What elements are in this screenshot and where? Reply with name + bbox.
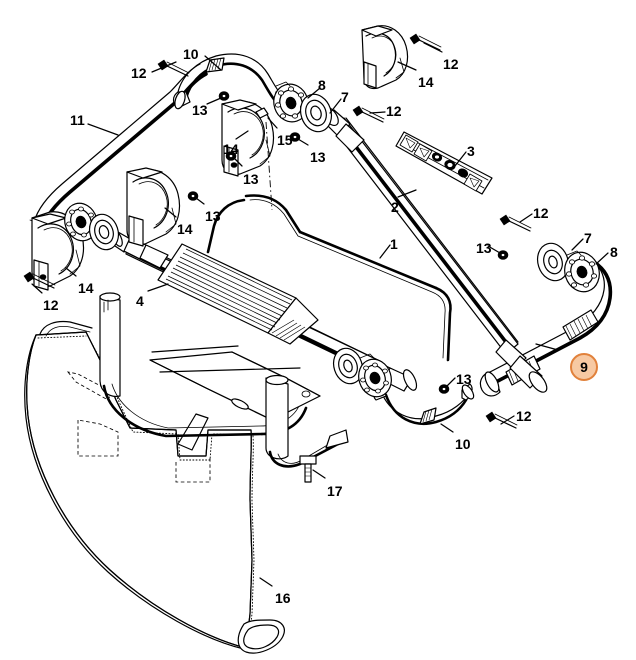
- part-15-pin: [255, 107, 273, 211]
- nut-13f: [438, 384, 450, 394]
- callout-number-c12f: 12: [516, 408, 532, 424]
- leader-line-4: [147, 283, 169, 292]
- part-2-drive-tube: [321, 105, 548, 393]
- callout-number-c14a: 14: [418, 74, 434, 90]
- leader-line-12: [31, 283, 43, 294]
- leader-line-15: [267, 117, 278, 129]
- callout-number-c16: 16: [275, 590, 291, 606]
- leader-line-12: [519, 213, 533, 223]
- callout-number-c10a: 10: [183, 46, 199, 62]
- callout-number-c12a: 12: [131, 65, 147, 81]
- leader-line-7: [329, 98, 342, 114]
- callout-number-c10b: 10: [455, 436, 471, 452]
- callout-number-c17: 17: [327, 483, 343, 499]
- callout-number-c13d: 13: [205, 208, 221, 224]
- leader-line-10: [440, 423, 454, 433]
- callout-number-c2: 2: [391, 199, 399, 215]
- leader-line-11: [87, 123, 119, 136]
- part-16-deflector-guard: [24, 320, 285, 654]
- leader-line-13: [206, 97, 222, 105]
- leader-line-1: [379, 244, 391, 259]
- leader-line-14: [235, 130, 249, 140]
- part-8-splined-disc-bottom: [358, 353, 392, 398]
- highlighted-callout-bubble[interactable]: 9: [570, 353, 598, 381]
- part-14-clamp-top-right: [361, 25, 409, 90]
- callout-number-c11: 11: [70, 112, 85, 128]
- callout-number-c8b: 8: [610, 244, 618, 260]
- callout-number-c15: 15: [277, 132, 293, 148]
- part-7-washer-right: [536, 242, 570, 282]
- leader-line-2: [397, 189, 417, 198]
- leader-line-16: [259, 577, 273, 587]
- callout-number-c8a: 8: [318, 77, 326, 93]
- leader-line-14: [65, 267, 77, 277]
- leader-line-13: [233, 157, 243, 167]
- callout-number-c12b: 12: [386, 103, 402, 119]
- part-14-clamp-middle: [126, 167, 181, 247]
- callout-number-c14b: 14: [223, 141, 239, 157]
- part-8-splined-disc-top: [273, 81, 309, 123]
- callout-number-c1: 1: [390, 236, 398, 252]
- leader-line-8: [307, 87, 321, 99]
- callout-number-c14c: 14: [177, 221, 193, 237]
- callout-number-c12d: 12: [533, 205, 549, 221]
- part-7-washer-bottom: [332, 347, 364, 385]
- leader-line-10: [204, 55, 222, 71]
- part-7-washer-left: [88, 213, 120, 251]
- part-7-washer-top: [299, 93, 333, 133]
- leader-line-13: [487, 245, 501, 254]
- part-17-screw: [299, 455, 317, 483]
- callout-number-c7a: 7: [341, 89, 349, 105]
- part-10b-lower-bent-tube: [373, 383, 475, 425]
- nut-13c: [225, 151, 237, 161]
- frame-lower-mount: [99, 292, 349, 468]
- callout-number-c13e: 13: [476, 240, 492, 256]
- callout-number-c12c: 12: [443, 56, 459, 72]
- leader-line-highlight: [535, 343, 559, 351]
- callout-number-c13f: 13: [456, 371, 472, 387]
- nut-13e: [497, 250, 509, 260]
- callout-number-c13c: 13: [243, 171, 259, 187]
- callout-number-c3: 3: [467, 143, 475, 159]
- callout-number-c13a: 13: [192, 102, 208, 118]
- callout-number-c4: 4: [136, 293, 144, 309]
- callout-number-c14d: 14: [78, 280, 94, 296]
- nut-13a: [218, 91, 230, 101]
- callout-number-c13b: 13: [310, 149, 326, 165]
- callout-number-c12e: 12: [43, 297, 59, 313]
- callout-number-c7b: 7: [584, 230, 592, 246]
- leader-line-14: [164, 207, 177, 218]
- leader-line-12: [369, 111, 386, 114]
- leader-line-13: [446, 377, 456, 387]
- leader-line-12: [423, 42, 443, 53]
- part-3-warning-decal: [395, 131, 493, 195]
- leader-line-13: [195, 197, 205, 205]
- leader-line-17: [312, 469, 326, 479]
- leader-line-12: [151, 61, 177, 73]
- leader-line-14: [397, 61, 417, 71]
- leader-line-8: [595, 252, 609, 265]
- part-1-handlebar-loop: [206, 194, 452, 362]
- leader-lines: [31, 42, 609, 587]
- leader-line-7: [571, 238, 584, 251]
- part-8-splined-disc-right: [564, 250, 600, 293]
- leader-line-12: [500, 415, 515, 425]
- leader-line-3: [454, 151, 467, 167]
- leader-line-13: [297, 138, 309, 146]
